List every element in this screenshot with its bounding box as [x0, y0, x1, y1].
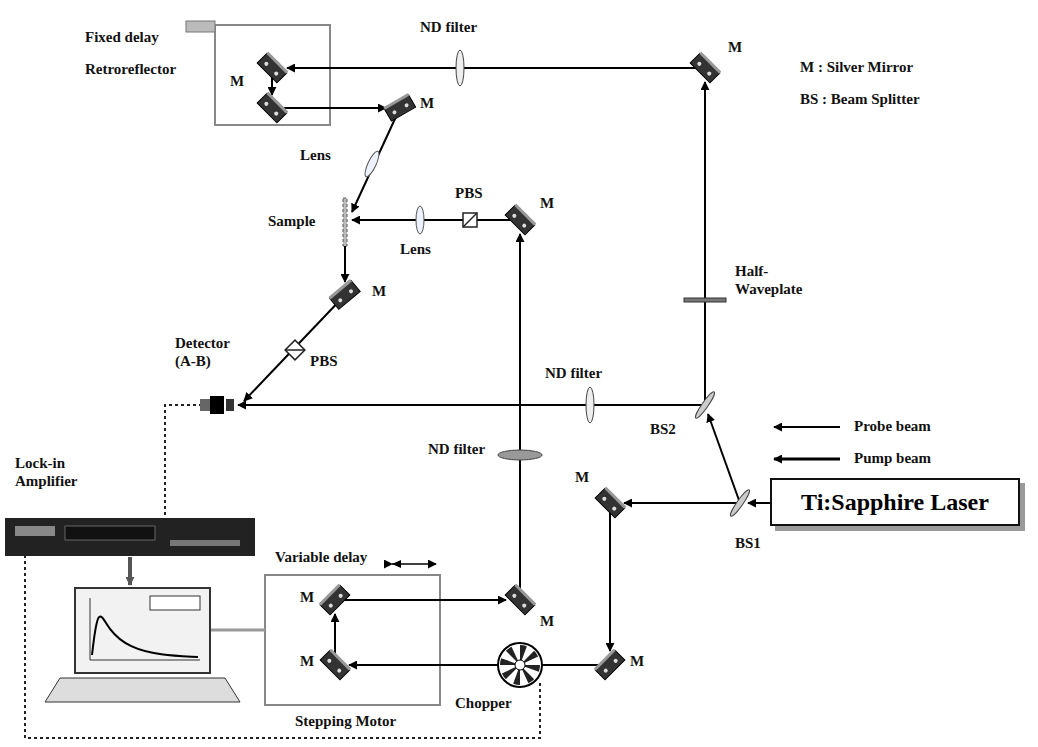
part-label: BS1	[735, 534, 761, 552]
beam-splitter	[693, 390, 716, 420]
lens	[416, 206, 424, 234]
part-label: PBS	[455, 184, 483, 202]
fixed-delay-stage	[215, 25, 330, 125]
silver-mirror	[257, 52, 288, 83]
beam-splitter	[728, 488, 751, 518]
part-label: Detector (A-B)	[175, 334, 250, 370]
legend-text: Pump beam	[854, 450, 931, 467]
part-label: M	[300, 652, 314, 670]
silver-mirror	[383, 93, 415, 121]
silver-mirror	[505, 204, 536, 235]
part-label: ND filter	[545, 364, 602, 382]
part-label: M	[630, 652, 644, 670]
laser-beams	[238, 68, 770, 665]
silver-mirror	[319, 584, 350, 615]
silver-mirror	[690, 52, 721, 83]
motor-cable	[210, 629, 265, 632]
silver-mirror	[328, 279, 360, 309]
beam-path	[287, 67, 705, 69]
variable-delay-stage	[265, 575, 440, 705]
half-waveplate	[684, 298, 726, 302]
part-label: M	[540, 612, 554, 630]
part-label: M	[372, 282, 386, 300]
beam-path	[238, 404, 705, 406]
chopper-wheel	[498, 643, 542, 687]
silver-mirror	[257, 92, 288, 123]
part-label: Lock-in Amplifier	[15, 454, 115, 490]
part-label: Fixed delay	[85, 28, 159, 46]
part-label: M	[728, 38, 742, 56]
beam-path	[349, 664, 610, 666]
part-label: M	[575, 468, 589, 486]
laser-source-box: Ti:Sapphire Laser	[770, 478, 1020, 526]
data-arrow	[128, 557, 132, 585]
lens	[362, 150, 381, 179]
legend-entry: Pump beam	[770, 450, 931, 467]
beam-path	[624, 502, 740, 504]
signal-wire	[25, 556, 540, 738]
signal-wire	[165, 405, 214, 518]
part-label: ND filter	[428, 440, 485, 458]
beam-sample-arrow	[770, 452, 842, 466]
balanced-detector	[200, 396, 234, 414]
part-label: M	[230, 72, 244, 90]
beam-path	[748, 502, 770, 504]
beam-sample-arrow	[770, 420, 842, 434]
nd-filter	[498, 450, 542, 460]
nd-filter	[456, 50, 464, 86]
travel-arrow-head	[392, 560, 401, 568]
part-label: M	[420, 94, 434, 112]
part-label: Half-Waveplate	[735, 262, 825, 298]
part-label: Chopper	[455, 694, 512, 712]
node-title: Ti:Sapphire Laser	[801, 488, 989, 516]
beam-path	[335, 599, 506, 601]
part-label: M	[300, 588, 314, 606]
sample-plate	[343, 198, 347, 246]
beam-path	[708, 414, 740, 503]
part-label: Retroreflector	[85, 60, 176, 78]
silver-mirror	[595, 487, 626, 518]
legend-entry: Probe beam	[770, 418, 931, 435]
part-label: Lens	[300, 146, 331, 164]
part-label: ND filter	[420, 18, 477, 36]
part-label: PBS	[310, 352, 338, 370]
silver-mirror	[505, 584, 536, 615]
silver-mirror	[594, 649, 625, 680]
beam-path	[519, 234, 521, 600]
part-label: Sample	[268, 212, 316, 230]
part-label: Variable delay	[275, 548, 367, 566]
beam-path	[244, 295, 345, 401]
part-label: M : Silver Mirror	[800, 58, 913, 76]
part-label: BS : Beam Splitter	[800, 90, 920, 108]
part-label: Lens	[400, 240, 431, 258]
computer	[45, 588, 240, 702]
beam-path	[352, 108, 400, 212]
polarizing-beam-splitter	[285, 340, 305, 360]
part-label: Stepping Motor	[295, 712, 396, 730]
beam-path	[704, 82, 706, 405]
micrometer	[186, 21, 215, 32]
lock-in-amplifier	[5, 518, 255, 556]
part-label: M	[540, 194, 554, 212]
part-label: BS2	[650, 420, 676, 438]
beam-path	[609, 503, 611, 651]
silver-mirror	[320, 649, 351, 680]
polarizing-beam-splitter	[463, 213, 477, 227]
beam-path	[272, 107, 386, 109]
beam-path	[352, 219, 520, 221]
nd-filter	[586, 387, 594, 423]
legend-text: Probe beam	[854, 418, 931, 435]
